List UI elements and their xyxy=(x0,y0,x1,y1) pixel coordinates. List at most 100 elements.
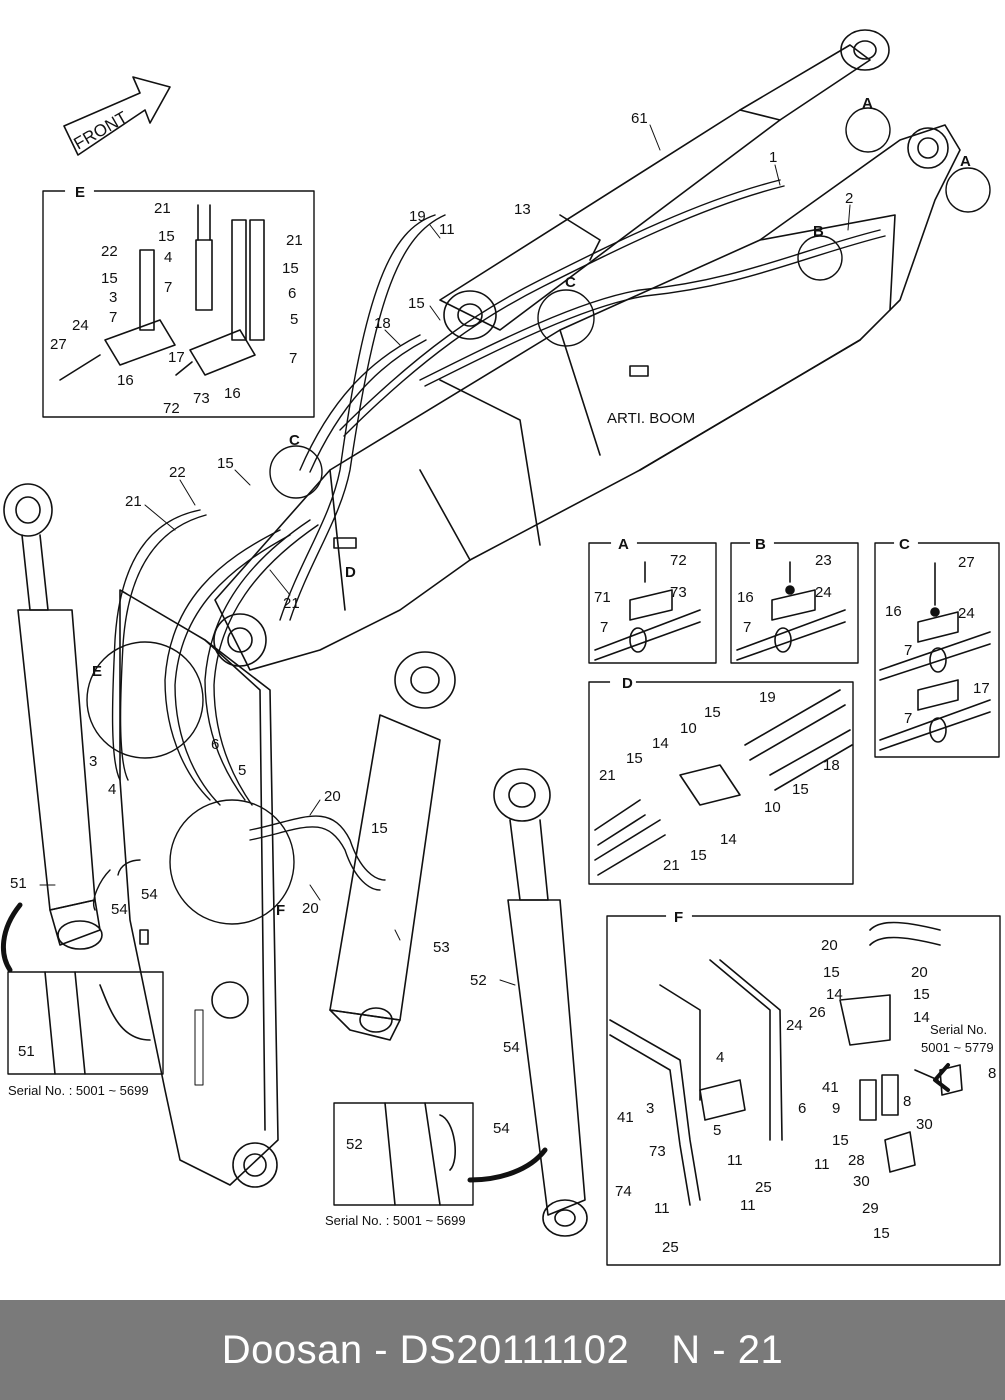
f-15-c: 15 xyxy=(832,1132,849,1149)
inset-51-callout: 51 xyxy=(18,1043,35,1060)
c-7-b: 7 xyxy=(904,710,912,727)
callout-11-main: 11 xyxy=(439,221,455,238)
callout-5-main: 5 xyxy=(238,762,246,779)
detail-circles xyxy=(86,107,991,925)
d-10-a: 10 xyxy=(680,720,697,737)
pointer-arrow-f-serial xyxy=(933,1063,950,1092)
callout-d: D xyxy=(345,564,356,581)
f-26: 26 xyxy=(809,1004,826,1021)
callout-54-b: 54 xyxy=(111,901,128,918)
e-3: 3 xyxy=(109,289,117,306)
e-72: 72 xyxy=(163,400,180,417)
callout-2: 2 xyxy=(845,190,853,207)
callout-13: 13 xyxy=(514,201,531,218)
d-18: 18 xyxy=(823,757,840,774)
detail-box-d xyxy=(588,680,854,885)
b-7: 7 xyxy=(743,619,751,636)
f-15-b: 15 xyxy=(913,986,930,1003)
callout-20-main-b: 20 xyxy=(302,900,319,917)
f-5: 5 xyxy=(713,1122,721,1139)
f-15-d: 15 xyxy=(873,1225,890,1242)
callout-4-main: 4 xyxy=(108,781,116,798)
a-73: 73 xyxy=(670,584,687,601)
callout-54-a: 54 xyxy=(141,886,158,903)
e-21-b: 21 xyxy=(286,232,303,249)
detail-d-labels: D 19 15 10 14 15 18 21 15 10 14 15 21 xyxy=(599,675,840,874)
detail-box-c xyxy=(874,541,1000,758)
f-20-a: 20 xyxy=(821,937,838,954)
f-25-a: 25 xyxy=(755,1179,772,1196)
c-17: 17 xyxy=(973,680,990,697)
d-15-d: 15 xyxy=(690,847,707,864)
f-20-b: 20 xyxy=(911,964,928,981)
arm-boom xyxy=(214,124,961,671)
f-11-b: 11 xyxy=(814,1156,830,1173)
f-11-a: 11 xyxy=(727,1152,743,1169)
callout-a-right: A xyxy=(960,153,971,170)
e-16-b: 16 xyxy=(224,385,241,402)
pointer-arrow-51 xyxy=(0,902,23,973)
d-14-b: 14 xyxy=(720,831,737,848)
e-27: 27 xyxy=(50,336,67,353)
main-callouts: 61 1 2 A A B C C D E F 19 13 11 15 18 AR… xyxy=(10,95,971,1137)
detail-c-labels: C 27 16 24 7 17 7 xyxy=(885,536,990,727)
e-16-a: 16 xyxy=(117,372,134,389)
callout-54-c: 54 xyxy=(503,1039,520,1056)
detail-f-title: F xyxy=(674,909,683,926)
callout-15-main-c: 15 xyxy=(371,820,388,837)
e-24: 24 xyxy=(72,317,89,334)
callout-e: E xyxy=(92,663,102,680)
detail-box-f xyxy=(606,914,1001,1266)
e-7-b: 7 xyxy=(109,309,117,326)
f-6: 6 xyxy=(798,1100,806,1117)
callout-1: 1 xyxy=(769,149,777,166)
f-serial-line2: 5001 ~ 5779 xyxy=(921,1040,994,1055)
f-30-a: 30 xyxy=(916,1116,933,1133)
e-4: 4 xyxy=(164,249,172,266)
detail-b-title: B xyxy=(755,536,766,553)
f-8-b: 8 xyxy=(903,1093,911,1110)
callout-21-main-a: 21 xyxy=(125,493,142,510)
callout-15-main-a: 15 xyxy=(408,295,425,312)
detail-box-a xyxy=(588,541,717,664)
f-25-b: 25 xyxy=(662,1239,679,1256)
d-15-c: 15 xyxy=(792,781,809,798)
d-10-b: 10 xyxy=(764,799,781,816)
e-7-c: 7 xyxy=(289,350,297,367)
callout-c-left: C xyxy=(289,432,300,449)
detail-e-labels: E 21 21 15 22 4 15 15 7 6 3 7 24 5 27 17… xyxy=(50,184,303,417)
e-22: 22 xyxy=(101,243,118,260)
f-8-a: 8 xyxy=(988,1065,996,1082)
front-arrow: FRONT xyxy=(63,76,171,156)
footer-page-number: N - 21 xyxy=(671,1327,784,1372)
callout-a-top: A xyxy=(862,95,873,112)
boom xyxy=(119,589,279,1188)
d-21-a: 21 xyxy=(599,767,616,784)
f-11-c: 11 xyxy=(654,1200,670,1217)
f-24: 24 xyxy=(786,1017,803,1034)
c-27: 27 xyxy=(958,554,975,571)
callout-21-main-b: 21 xyxy=(283,595,300,612)
f-4: 4 xyxy=(716,1049,724,1066)
callout-b: B xyxy=(813,223,824,240)
f-11-d: 11 xyxy=(740,1197,756,1214)
f-15-a: 15 xyxy=(823,964,840,981)
serial-inset-51 xyxy=(7,971,164,1075)
arti-boom-label: ARTI. BOOM xyxy=(607,410,695,427)
detail-a-labels: A 72 73 71 7 xyxy=(594,536,687,636)
f-29: 29 xyxy=(862,1200,879,1217)
callout-c-top: C xyxy=(565,274,576,291)
c-7-a: 7 xyxy=(904,642,912,659)
detail-e-title: E xyxy=(75,184,85,201)
parts-diagram: FRONT xyxy=(0,29,1001,1266)
pointer-arrow-52 xyxy=(467,1147,548,1183)
callout-52-main: 52 xyxy=(470,972,487,989)
b-23: 23 xyxy=(815,552,832,569)
serial-labels: 51 Serial No. : 5001 ~ 5699 52 Serial No… xyxy=(8,1043,466,1228)
b-24: 24 xyxy=(815,584,832,601)
inset-51-serial: Serial No. : 5001 ~ 5699 xyxy=(8,1083,149,1098)
a-72: 72 xyxy=(670,552,687,569)
serial-inset-52 xyxy=(333,1102,474,1206)
callout-22: 22 xyxy=(169,464,186,481)
callout-18: 18 xyxy=(374,315,391,332)
